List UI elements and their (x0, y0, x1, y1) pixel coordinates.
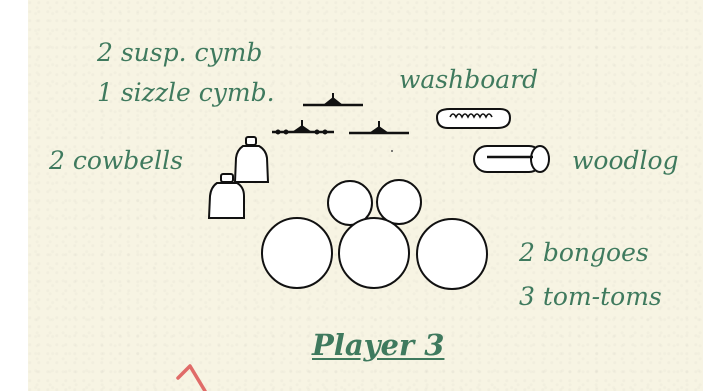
cowbells-label: 2 cowbells (49, 146, 183, 175)
washboard-label: washboard (399, 65, 539, 94)
suspended-cymbal-top-icon (303, 93, 363, 107)
player-title: Player 3 (312, 328, 445, 362)
tom-tom-center-icon (338, 217, 410, 289)
woodlog-icon (473, 145, 550, 173)
red-arrow-mark (176, 364, 207, 391)
bongo-drum-left-icon (327, 180, 373, 226)
suspended-cymbal-right-icon (349, 121, 409, 135)
washboard-icon (435, 108, 512, 129)
cowbell-upper-icon (233, 136, 270, 183)
cowbell-lower-icon (207, 173, 245, 219)
tom-tom-left-icon (261, 217, 333, 289)
cymbals-label-line-1: 2 susp. cymb (97, 38, 263, 67)
paper-speck (391, 150, 393, 152)
cymbals-label-line-2: 1 sizzle cymb. (97, 78, 275, 107)
bongo-drum-right-icon (376, 179, 422, 225)
tom-tom-right-icon (416, 218, 488, 290)
bongoes-label: 2 bongoes (519, 238, 649, 267)
woodlog-label: woodlog (572, 146, 679, 175)
tomtoms-label: 3 tom-toms (519, 282, 662, 311)
sizzle-cymbal-icon (272, 120, 334, 135)
